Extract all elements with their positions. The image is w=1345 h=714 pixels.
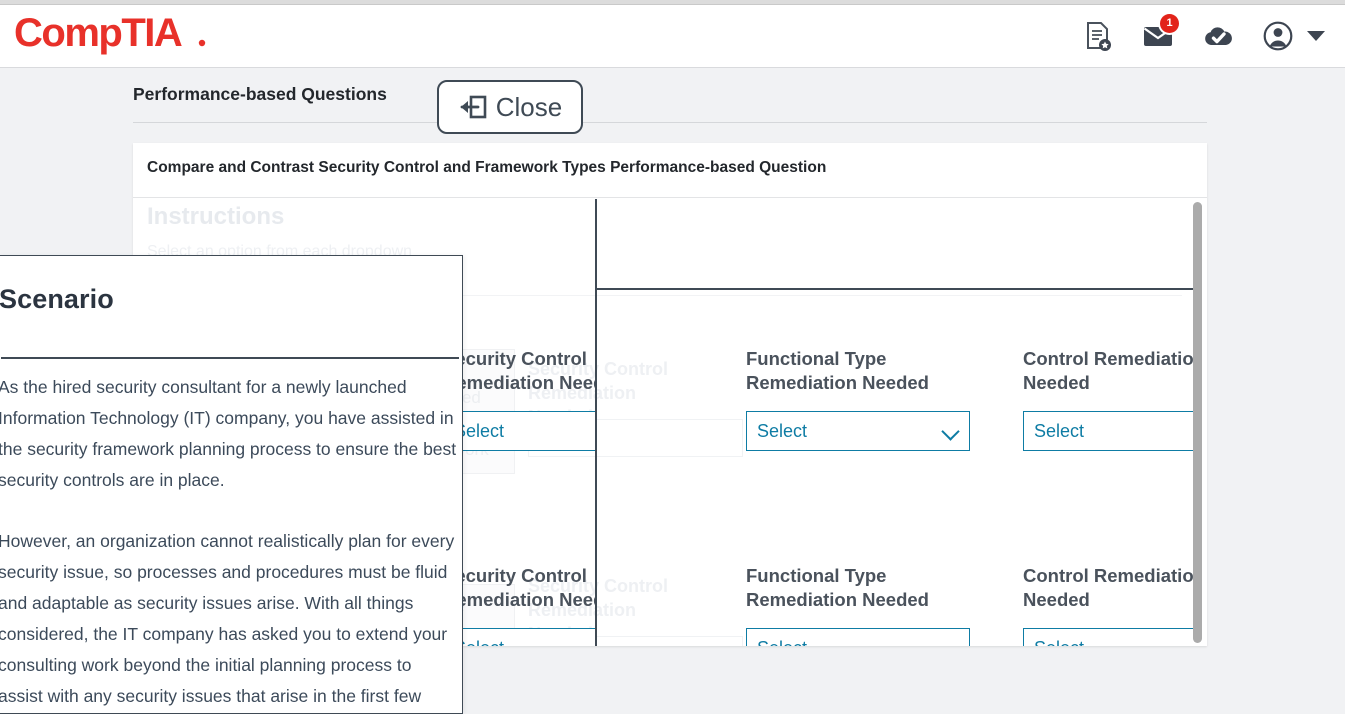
scenario-paragraph-2: However, an organization cannot realisti… <box>0 531 455 706</box>
background-divider <box>147 295 1182 296</box>
form-cell-row1-col3: Control Remediation Needed Select <box>1023 347 1195 451</box>
comptia-logo[interactable]: CompTIA <box>12 12 212 56</box>
sign-out-icon <box>460 95 487 119</box>
envelope-icon[interactable]: 1 <box>1141 14 1179 53</box>
question-title: Compare and Contrast Security Control an… <box>147 159 827 176</box>
select-value: Select <box>1024 638 1084 647</box>
browser-top-edge <box>0 0 1345 5</box>
chevron-down-icon <box>941 639 960 646</box>
scenario-paragraph-1: As the hired security consultant for a n… <box>0 377 457 490</box>
select-control-remediation-row1[interactable]: Select <box>1023 411 1195 451</box>
select-value: Select <box>757 420 808 441</box>
column-header-control-remediation-2: Control Remediation Needed <box>1023 565 1195 610</box>
scenario-modal-divider <box>1 357 459 359</box>
user-avatar-icon[interactable] <box>1261 19 1295 53</box>
answer-form-grid: Security Control Remediation Needed Sele… <box>133 199 1195 646</box>
column-header-security-control-remediation-2: Security Control Remediation Needed <box>443 565 595 610</box>
close-button-label: Close <box>495 92 563 122</box>
vertical-scrollbar[interactable] <box>1193 202 1202 643</box>
cloud-check-icon[interactable] <box>1201 19 1235 53</box>
page-body: Performance-based Questions Dashboard Co… <box>0 68 1345 714</box>
select-control-remediation-row2[interactable]: Select <box>1023 628 1195 646</box>
scenario-modal-body: As the hired security consultant for a n… <box>0 372 460 713</box>
select-value: Select <box>1034 420 1085 441</box>
question-card-header: Compare and Contrast Security Control an… <box>133 143 1207 198</box>
form-cell-row2-col1: Security Control Remediation Needed Sele… <box>443 564 595 646</box>
vertical-divider <box>595 199 597 646</box>
select-value: Select <box>747 638 807 647</box>
form-cell-row2-col2: Functional Type Remediation Needed Selec… <box>746 564 970 646</box>
select-value: Select <box>444 638 504 647</box>
form-cell-row1-col1: Security Control Remediation Needed Sele… <box>443 347 595 451</box>
select-security-control-remediation-row1[interactable]: Select <box>443 411 595 451</box>
envelope-unread-badge: 1 <box>1160 14 1179 33</box>
chevron-down-icon <box>941 422 960 441</box>
top-navigation-bar: CompTIA 1 <box>0 5 1345 68</box>
document-star-icon[interactable] <box>1081 19 1115 53</box>
select-functional-type-remediation-row2[interactable]: Select <box>746 628 970 646</box>
chevron-down-icon[interactable] <box>1307 31 1325 41</box>
close-button[interactable]: Close <box>437 80 583 134</box>
top-bar-icon-group: 1 <box>1081 14 1325 53</box>
select-value: Select <box>454 420 505 441</box>
horizontal-divider <box>595 288 1195 290</box>
tab-strip: Performance-based Questions Dashboard <box>133 82 1207 123</box>
scenario-modal-panel: Scenario As the hired security consultan… <box>0 255 463 714</box>
form-cell-row2-col3: Control Remediation Needed Select <box>1023 564 1195 646</box>
form-cell-row1-col2: Functional Type Remediation Needed Selec… <box>746 347 970 451</box>
select-functional-type-remediation-row1[interactable]: Select <box>746 411 970 451</box>
tab-performance-based-questions[interactable]: Performance-based Questions <box>133 84 387 104</box>
background-instructions-title: Instructions <box>147 203 285 230</box>
column-header-functional-type-remediation: Functional Type Remediation Needed <box>746 348 929 393</box>
select-security-control-remediation-row2[interactable]: Select <box>443 628 595 646</box>
svg-text:CompTIA: CompTIA <box>14 12 182 55</box>
scenario-modal-title: Scenario <box>0 284 114 314</box>
column-header-security-control-remediation: Security Control Remediation Needed <box>443 348 595 393</box>
column-header-functional-type-remediation-2: Functional Type Remediation Needed <box>746 565 929 610</box>
column-header-control-remediation: Control Remediation Needed <box>1023 348 1195 393</box>
